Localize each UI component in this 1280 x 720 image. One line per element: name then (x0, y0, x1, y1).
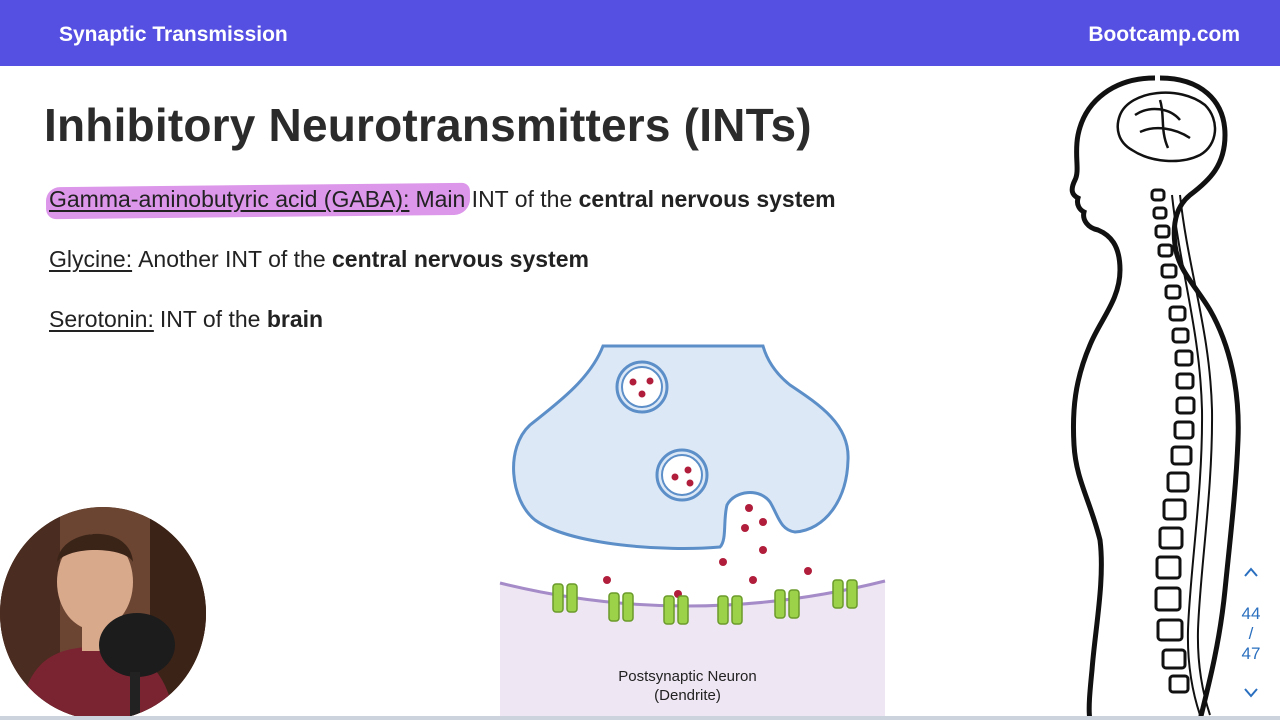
postsynaptic-label-line1: Postsynaptic Neuron (618, 668, 757, 685)
term-label: Serotonin: (49, 306, 154, 332)
term-emphasis: brain (266, 306, 324, 332)
list-item-gaba: Gamma-aminobutyric acid (GABA):Main INT … (49, 186, 836, 213)
term-description: Main INT of the (415, 186, 573, 212)
human-spine-illustration (1069, 75, 1241, 720)
synapse-diagram (499, 344, 886, 720)
spinal-cord (1171, 194, 1214, 716)
presenter-avatar (0, 507, 206, 720)
previous-slide-button[interactable] (1236, 565, 1266, 583)
receptor-proteins (552, 579, 858, 625)
term-emphasis: central nervous system (578, 186, 836, 212)
progress-bar-track (0, 716, 1280, 720)
brain-icon (1116, 91, 1217, 163)
term-description: INT of the (159, 306, 261, 332)
postsynaptic-label-line2: (Dendrite) (654, 687, 721, 704)
term-description: Another INT of the (138, 246, 326, 272)
chevron-up-icon (1244, 567, 1258, 577)
list-item-glycine: Glycine:Another INT of the central nervo… (49, 246, 589, 273)
presenter-webcam (0, 507, 206, 720)
course-topic: Synaptic Transmission (59, 23, 288, 46)
current-slide-number: 44 (1241, 604, 1261, 623)
vesicle (655, 448, 709, 502)
vesicle (615, 360, 669, 414)
next-slide-button[interactable] (1236, 685, 1266, 703)
presynaptic-terminal (512, 344, 850, 551)
slide-separator: / (1248, 624, 1254, 643)
slide-counter: 44 / 47 (1236, 604, 1266, 664)
site-name: Bootcamp.com (1088, 23, 1240, 46)
chevron-down-icon (1244, 688, 1258, 698)
postsynaptic-label: Postsynaptic Neuron (Dendrite) (495, 667, 880, 705)
top-banner: Synaptic Transmission Bootcamp.com (0, 0, 1280, 66)
term-label: Gamma-aminobutyric acid (GABA): (49, 186, 410, 212)
slide-title: Inhibitory Neurotransmitters (INTs) (44, 99, 812, 151)
spine-vertebrae (1150, 188, 1196, 694)
neurotransmitter-molecules (603, 504, 812, 598)
total-slides: 47 (1241, 644, 1261, 663)
list-item-serotonin: Serotonin:INT of the brain (49, 306, 323, 333)
term-emphasis: central nervous system (332, 246, 589, 272)
term-label: Glycine: (49, 246, 133, 272)
